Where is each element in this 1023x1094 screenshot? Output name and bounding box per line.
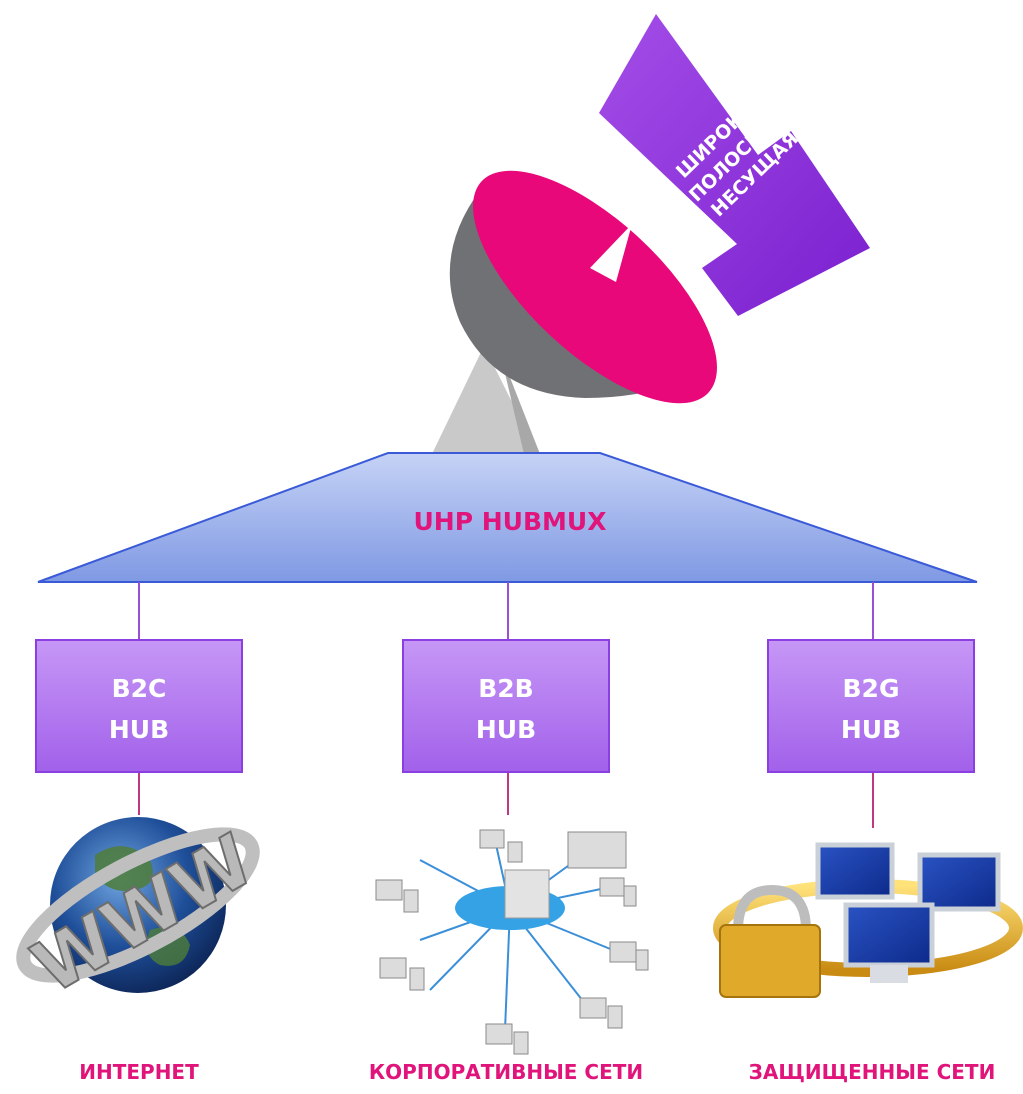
hubmux-label: UHP HUBMUX <box>414 507 607 536</box>
secure-network-icon <box>713 842 1023 998</box>
network-label-corporate: КОРПОРАТИВНЫЕ СЕТИ <box>369 1060 643 1084</box>
hub-box-b2b: B2B HUB <box>402 639 610 773</box>
www-globe-icon: WWW <box>16 817 268 1011</box>
network-label-internet: ИНТЕРНЕТ <box>79 1060 199 1084</box>
connector-lines <box>138 582 874 828</box>
hub-b2c-line-1: B2C <box>112 674 167 703</box>
satellite-dish-icon <box>432 170 717 454</box>
hub-box-b2g: B2G HUB <box>767 639 975 773</box>
hubmux-block: UHP HUBMUX <box>37 452 978 583</box>
network-label-secure: ЗАЩИЩЕННЫЕ СЕТИ <box>749 1060 996 1084</box>
hub-b2c-line-2: HUB <box>109 715 169 744</box>
corporate-network-icon <box>375 829 649 1055</box>
hub-b2g-line-1: B2G <box>843 674 900 703</box>
broadband-carrier-arrow: ШИРОКО- ПОЛОСНАЯ НЕСУЩАЯ <box>599 14 870 316</box>
hub-b2b-line-2: HUB <box>476 715 536 744</box>
hub-b2g-line-2: HUB <box>841 715 901 744</box>
hub-box-b2c: B2C HUB <box>35 639 243 773</box>
hub-b2b-line-1: B2B <box>478 674 534 703</box>
